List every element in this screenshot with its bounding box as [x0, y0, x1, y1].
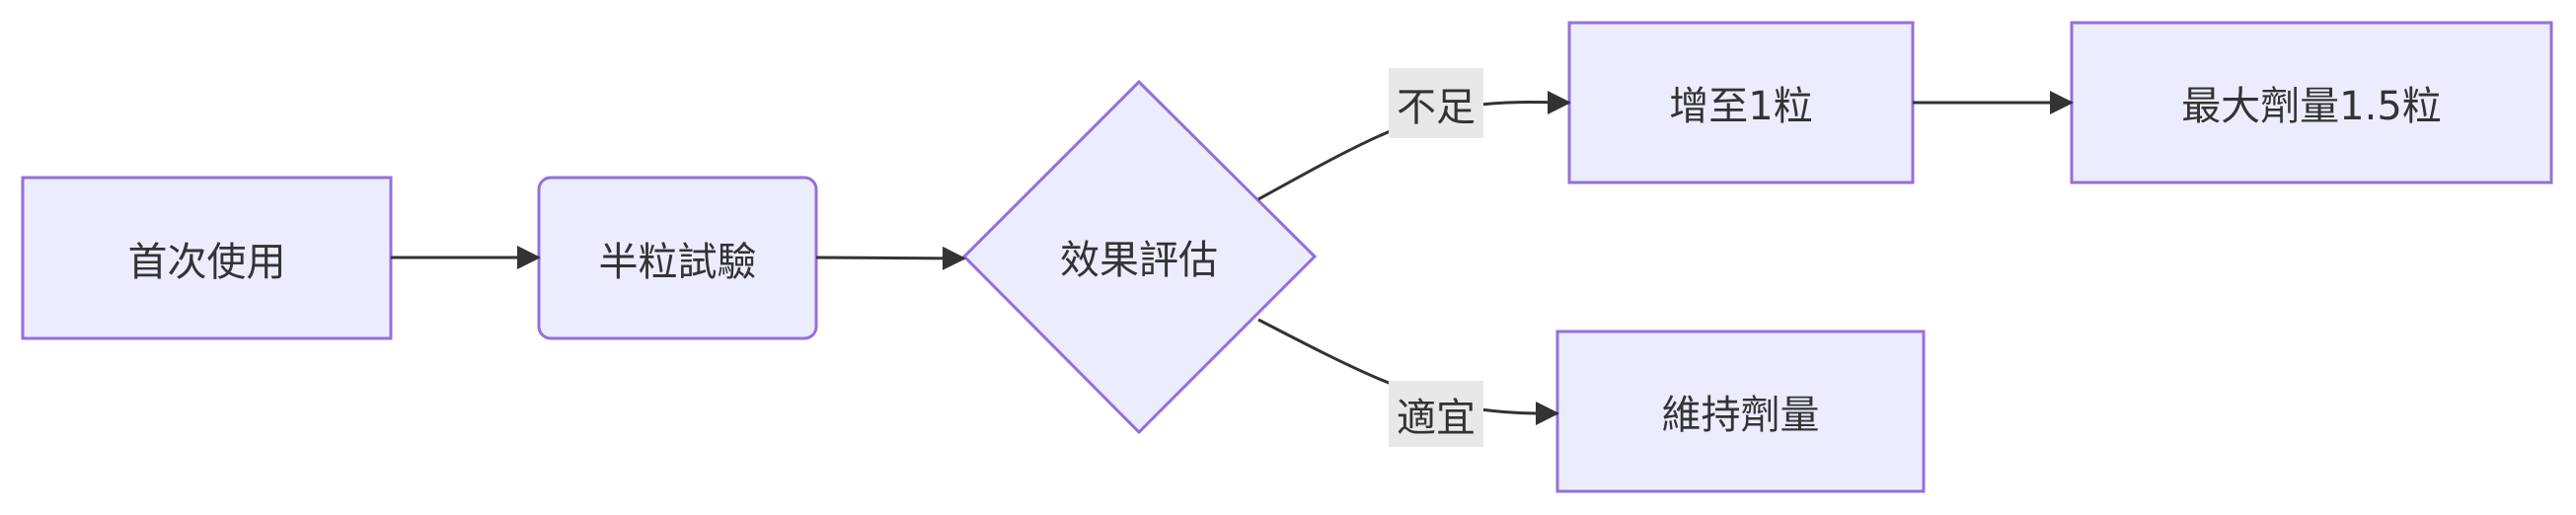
- node-effect-evaluation-diamond: [961, 79, 1318, 435]
- node-max-dose-box: [2070, 21, 2553, 184]
- edge-label-insufficient: 不足: [1389, 68, 1483, 138]
- node-effect-evaluation-label: 效果評估: [1060, 238, 1218, 283]
- node-increase-to-one-label: 增至1粒: [1669, 84, 1813, 129]
- node-first-use-box: [21, 176, 393, 340]
- node-maintain-dose-label: 維持劑量: [1661, 393, 1820, 438]
- node-first-use-label: 首次使用: [127, 239, 286, 285]
- node-max-dose-label: 最大劑量1.5粒: [2181, 84, 2442, 129]
- node-half-pill-trial-label: 半粒試驗: [598, 239, 757, 285]
- edge-label-appropriate: 適宜: [1389, 381, 1483, 447]
- node-maintain-dose-box: [1555, 330, 1926, 493]
- node-increase-to-one-box: [1567, 21, 1915, 184]
